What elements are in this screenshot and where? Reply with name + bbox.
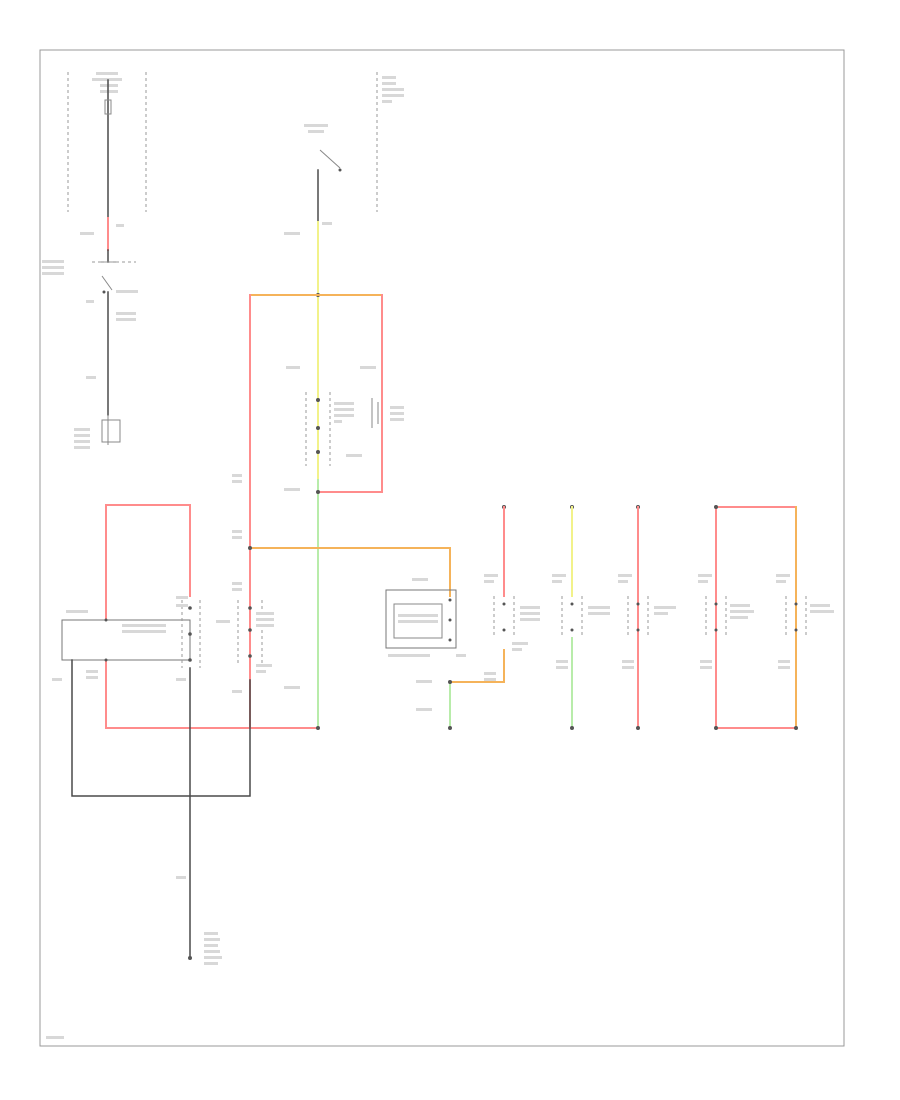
orange-branch-wire [249,547,451,597]
module-4-5-loop [714,505,798,730]
combination-meter [61,610,191,662]
top-center-label-block [284,76,404,235]
side-switch-right [346,366,404,457]
connector-output-labels [416,672,496,711]
module-1 [484,505,540,651]
center-relay [286,366,354,466]
module-5 [776,574,834,669]
module-2 [552,505,610,730]
labels-left-column [232,474,242,591]
relay-connector-center-left [232,600,300,693]
ground-point-top-left [74,415,121,449]
junction-bottom-center [316,726,320,730]
junction-green-upper [316,490,320,494]
fuse-element [104,99,112,115]
red-loop-left [105,504,191,621]
junction-connector-bottom [448,726,452,730]
orange-connector-output [449,649,505,683]
clutch-switch [42,249,138,416]
red-loop-upper-right [317,294,383,493]
diagram-frame [39,49,845,1047]
junction-orange-branch [248,546,252,550]
data-link-connector [385,578,466,657]
meter-connector [176,596,230,681]
black-return-loop [71,659,251,797]
top-center-switch [304,124,342,223]
module-3 [618,505,676,730]
wire-label-red-top [80,224,124,235]
red-loop-left-bottom [105,659,319,729]
fuse-label-block [92,72,122,93]
meter-output-labels [52,670,98,681]
label-green-upper [284,488,300,491]
ground-point-bottom [176,876,222,965]
footer-code-mark [46,1036,64,1039]
module-4 [698,574,754,669]
junction-connector-output [448,680,452,684]
